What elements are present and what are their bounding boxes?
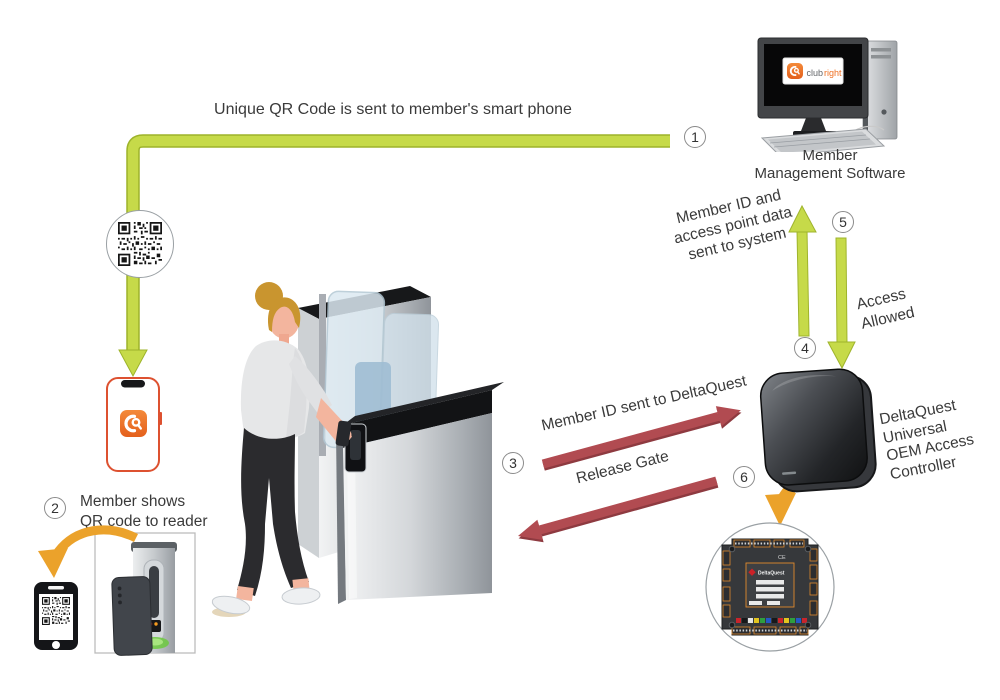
qr-send-arrow (118, 134, 670, 378)
member-person (211, 282, 352, 617)
reader-closeup-group (34, 525, 196, 656)
show-qr-arrow (38, 525, 139, 578)
board-brand: DeltaQuest (758, 571, 785, 577)
step2-number: 2 (51, 500, 59, 516)
step4-badge: 4 (794, 337, 816, 359)
phone-notch (121, 380, 145, 388)
step5-badge: 5 (832, 211, 854, 233)
controller-board-illustration: CE DeltaQuest (705, 522, 835, 652)
step2-label-line1: Member shows (80, 493, 186, 510)
phone-in-hand (335, 420, 352, 447)
keyboard (760, 128, 886, 152)
computer-caption-line1: Member (802, 147, 858, 164)
step5-number: 5 (839, 214, 847, 230)
pants (237, 428, 309, 596)
qr-code-icon (118, 222, 162, 266)
glass-panels (319, 290, 440, 478)
step6-number: 6 (740, 469, 748, 485)
step3-number: 3 (509, 455, 517, 471)
clubright-logo: club right (782, 57, 844, 85)
computer-illustration: club right (757, 37, 898, 152)
computer-caption-line2: Management Software (754, 165, 906, 182)
access-allowed-down-arrow (827, 237, 856, 370)
step6-badge: 6 (733, 466, 755, 488)
qr-code-icon (42, 597, 70, 625)
release-gate-arrow (518, 476, 719, 543)
step1-number: 1 (691, 129, 699, 145)
step4-number: 4 (801, 340, 809, 356)
step2-label-line2: QR code to reader (80, 513, 208, 530)
member-phone-illustration (106, 377, 162, 472)
step2-label: Member shows QR code to reader (80, 492, 208, 532)
member-id-arrow (541, 406, 742, 471)
logo-text-right: right (824, 68, 842, 78)
near-gate-pedestal (336, 382, 504, 604)
step2-badge: 2 (44, 497, 66, 519)
monitor-stand (801, 118, 826, 131)
computer-caption: Member Management Software (735, 147, 925, 183)
board-logo-diamond (748, 568, 756, 576)
step1-label: Unique QR Code is sent to member's smart… (214, 101, 572, 118)
step3-badge: 3 (502, 452, 524, 474)
logo-text-club: club (807, 68, 824, 78)
qr-code-badge (106, 210, 174, 278)
member-id-up-arrow (788, 204, 817, 337)
turnstile-scene (211, 282, 504, 617)
qr-phone (34, 582, 78, 650)
phone-at-reader (111, 576, 153, 656)
circuit-board: CE DeltaQuest (721, 538, 819, 636)
ce-mark: CE (778, 555, 786, 561)
home-button (52, 641, 60, 649)
step1-badge: 1 (684, 126, 706, 148)
access-controller-illustration (759, 368, 877, 493)
